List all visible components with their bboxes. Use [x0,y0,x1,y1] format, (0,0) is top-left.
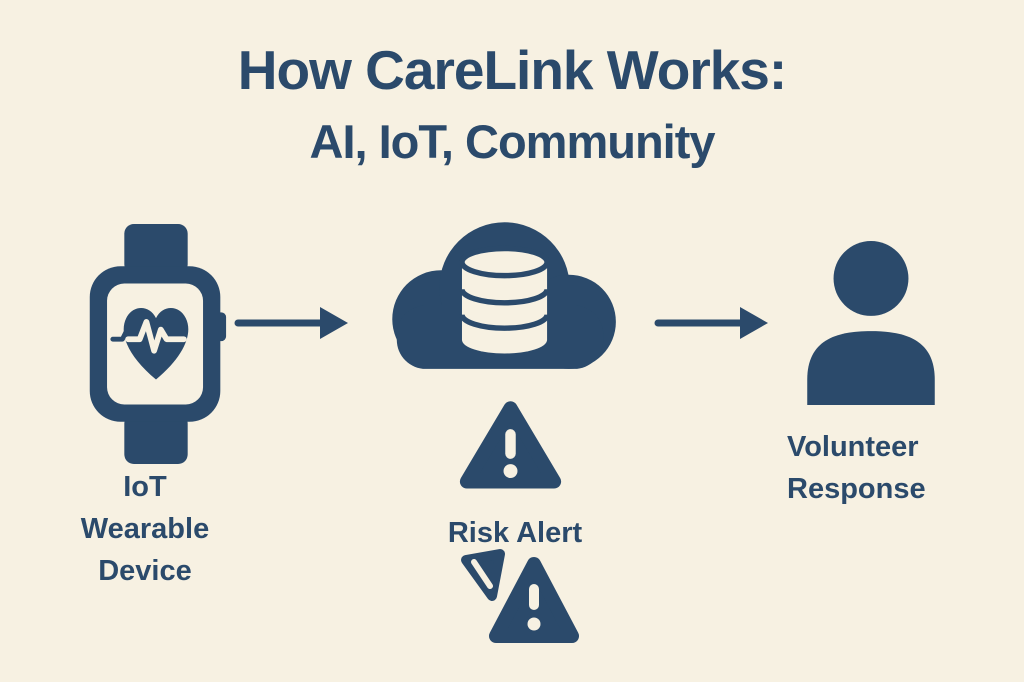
right-arrow-icon [652,298,772,348]
page-title: How CareLink Works: [237,39,787,101]
wearable-label-line3: Device [98,555,192,587]
risk-alert-label: Risk Alert [447,517,583,549]
wearable-device-label: IoT Wearable Device [45,466,245,592]
warning-triangle-small-icon [452,548,582,648]
volunteer-label-line1: Volunteer [787,431,919,463]
cloud-database-icon [365,215,635,387]
wearable-label-line2: Wearable [80,513,210,545]
page-subtitle: AI, IoT, Community [309,115,716,168]
right-arrow-icon [232,298,352,348]
volunteer-label-line2: Response [787,473,926,505]
volunteer-response-label: Volunteer Response [787,426,1007,510]
warning-triangle-icon [458,396,563,492]
wearable-label-line1: IoT [123,471,167,503]
smartwatch-heart-icon [82,224,230,464]
person-icon [795,238,947,405]
